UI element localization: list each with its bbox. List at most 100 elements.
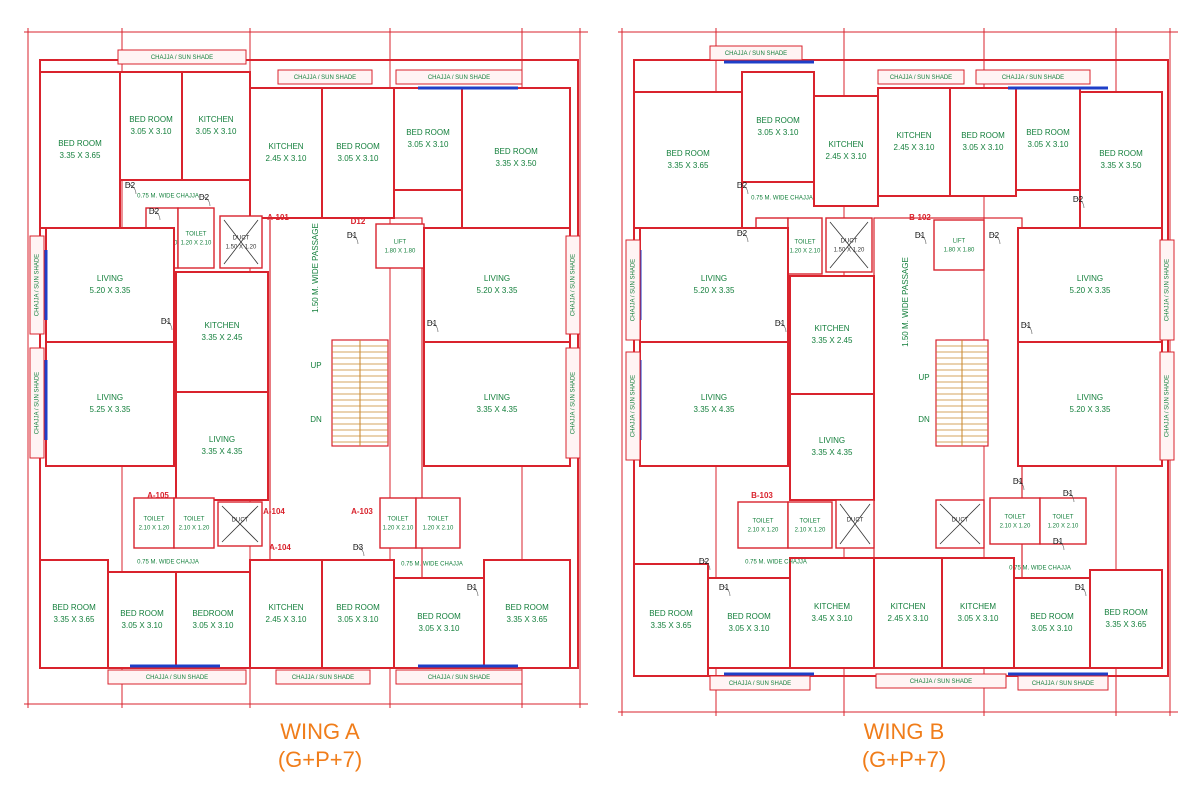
sun-shade: CHAJJA / SUN SHADE — [1159, 351, 1175, 461]
room-walls — [741, 71, 815, 183]
chajja-label: 0.75 M. WIDE CHAJJA — [401, 562, 463, 568]
room-dimension: 3.35 X 3.65 — [507, 615, 548, 624]
sun-shade-label: CHAJJA / SUN SHADE — [571, 372, 577, 434]
sun-shade-label: CHAJJA / SUN SHADE — [294, 75, 356, 81]
room-dimension: 3.05 X 3.10 — [196, 127, 237, 136]
room-name: TOILET — [1053, 515, 1074, 521]
sun-shade: CHAJJA / SUN SHADE — [625, 351, 641, 461]
chajja-label: 0.75 M. WIDE CHAJJA — [751, 196, 813, 202]
wing-a-subtitle: (G+P+7) — [277, 747, 363, 772]
room-dimension: 3.05 X 3.10 — [1032, 624, 1073, 633]
door: D1 — [775, 319, 787, 333]
room-dimension: 1.20 X 2.10 — [1048, 524, 1079, 530]
door: D2 — [125, 181, 137, 195]
door-swing — [699, 559, 711, 571]
sun-shade: CHAJJA / SUN SHADE — [565, 235, 581, 335]
door-tag: D2 — [199, 193, 210, 202]
room-walls — [321, 559, 395, 669]
sun-shade: CHAJJA / SUN SHADE — [117, 49, 247, 65]
room-walls — [175, 571, 251, 669]
door-tag: D2 — [699, 557, 710, 566]
room-dimension: 2.10 X 1.20 — [139, 526, 170, 532]
sun-shade: CHAJJA / SUN SHADE — [975, 69, 1091, 85]
door-swing — [1063, 491, 1075, 503]
door-swing — [353, 545, 365, 557]
room-name: BED ROOM — [120, 609, 164, 618]
sun-shade-label: CHAJJA / SUN SHADE — [729, 681, 791, 687]
door: D2 — [737, 229, 749, 243]
room-walls — [873, 557, 943, 669]
room-name: LIVING — [701, 393, 727, 402]
door-tag: D3 — [353, 543, 364, 552]
sun-shade-outline — [277, 69, 373, 85]
door: D1 — [915, 231, 927, 245]
room-name: LIVING — [209, 435, 235, 444]
wing-b-title: WING B — [863, 719, 945, 744]
room-walls — [249, 559, 323, 669]
room-walls — [789, 275, 875, 395]
room-name: BED ROOM — [961, 131, 1005, 140]
room-name: BED ROOM — [494, 147, 538, 156]
sun-shade: CHAJJA / SUN SHADE — [875, 673, 1007, 689]
room-name: BED ROOM — [649, 609, 693, 618]
room-name: TOILET — [144, 517, 165, 523]
sun-shade-label: CHAJJA / SUN SHADE — [631, 375, 637, 437]
room-walls — [423, 227, 571, 343]
room-dimension: 3.05 X 3.10 — [758, 128, 799, 137]
room-dimension: 2.45 X 3.10 — [894, 143, 935, 152]
sun-shade-outline — [1017, 675, 1109, 691]
room-dimension: 3.05 X 3.10 — [338, 615, 379, 624]
room-dimension: 3.05 X 3.10 — [419, 624, 460, 633]
door-swing — [775, 321, 787, 333]
chajja-label: 0.75 M. WIDE CHAJJA — [137, 194, 199, 200]
door-tag: D1 — [1013, 477, 1024, 486]
room-dimension: 3.05 X 3.10 — [729, 624, 770, 633]
door-swing — [1053, 539, 1065, 551]
door-tag: D1 — [347, 231, 358, 240]
sun-shade-label: CHAJJA / SUN SHADE — [35, 372, 41, 434]
unit-tag: B-103 — [751, 491, 773, 500]
room-name: BED ROOM — [336, 603, 380, 612]
room-name: KITCHEN — [268, 603, 303, 612]
door: D1 — [347, 231, 359, 245]
room-walls — [1017, 227, 1163, 343]
sun-shade-outline — [709, 45, 803, 61]
room-dimension: 3.35 X 3.65 — [1106, 620, 1147, 629]
room-walls — [423, 341, 571, 467]
sun-shade-outline — [709, 675, 811, 691]
door-tag: D1 — [719, 583, 730, 592]
unit-tag: A-101 — [267, 213, 289, 222]
room-name: BED ROOM — [129, 115, 173, 124]
door-tag: D1 — [427, 319, 438, 328]
room-name: LIVING — [97, 393, 123, 402]
duct-cross — [223, 219, 259, 265]
room-walls — [379, 497, 417, 549]
room-dimension: 3.05 X 3.10 — [963, 143, 1004, 152]
room-walls — [1039, 497, 1087, 545]
sun-shade: CHAJJA / SUN SHADE — [565, 347, 581, 459]
room-name: BED ROOM — [58, 139, 102, 148]
duct: DUCT — [935, 499, 985, 549]
sun-shade-outline — [1159, 351, 1175, 461]
sun-shade-outline — [625, 351, 641, 461]
door: D2 — [989, 231, 1001, 245]
door-tag: D2 — [989, 231, 1000, 240]
room-walls — [119, 71, 183, 181]
